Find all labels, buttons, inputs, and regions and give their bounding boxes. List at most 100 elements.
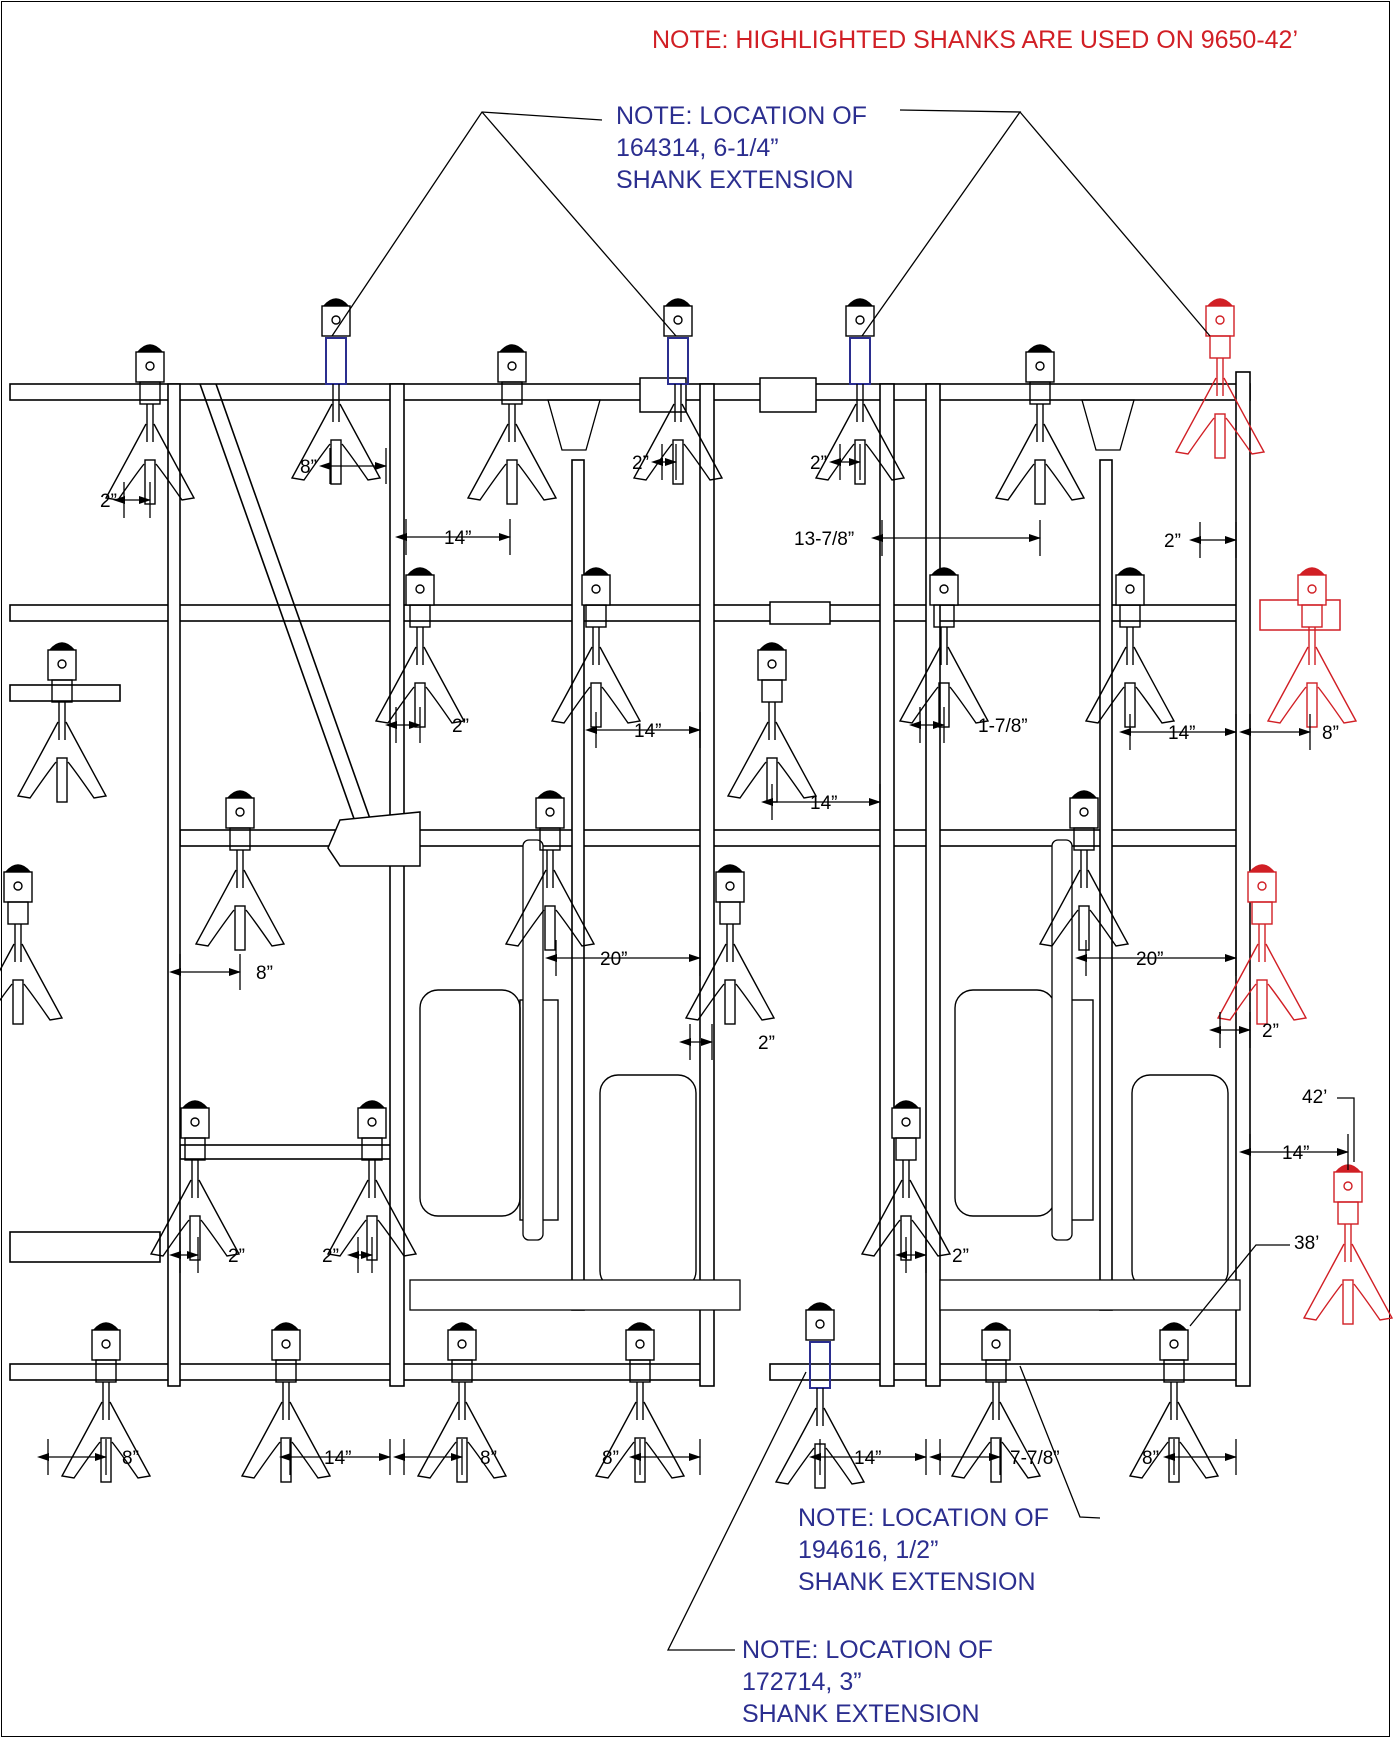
shank <box>860 1100 952 1261</box>
dimension-label: 8” <box>480 1448 497 1469</box>
note-line: 172714, 3” <box>742 1668 862 1696</box>
shank <box>149 1100 241 1261</box>
dimension-label: 2” <box>952 1246 969 1267</box>
frame-members <box>167 371 1251 1387</box>
note-172714-extension: NOTE: LOCATION OF 172714, 3” SHANK EXTEN… <box>742 1634 993 1730</box>
note-line: 194616, 1/2” <box>798 1536 939 1564</box>
dimension-label: 14” <box>324 1448 351 1469</box>
dimension-d23: 8” <box>37 1439 139 1475</box>
dimension-label: 7-7/8” <box>1010 1448 1060 1469</box>
shank <box>240 1322 332 1483</box>
dimension-label: 2” <box>322 1246 339 1267</box>
dimension-d22: 2” <box>895 1237 969 1273</box>
dimension-label: 8” <box>1142 1448 1159 1469</box>
dimension-label: 14” <box>1168 723 1195 744</box>
dimension-d2: 2” <box>100 482 151 518</box>
highlighted-shank <box>1174 298 1266 459</box>
dimension-d7: 2” <box>1164 522 1237 558</box>
note-194616-extension: NOTE: LOCATION OF 194616, 1/2” SHANK EXT… <box>798 1502 1049 1598</box>
note-line: 164314, 6-1/4” <box>616 134 779 162</box>
dimension-label: 2” <box>100 491 117 512</box>
dimension-d1: 8” <box>300 448 387 484</box>
shank <box>898 567 990 728</box>
dimension-d17: 2” <box>679 1024 775 1060</box>
highlighted-shank <box>1266 567 1358 728</box>
dimension-d8: 2” <box>385 707 469 743</box>
dimension-d12: 8” <box>1239 714 1339 750</box>
shank <box>994 344 1086 505</box>
dimension-label: 8” <box>256 963 273 984</box>
dimension-d21: 2” <box>322 1237 373 1273</box>
note-line: NOTE: LOCATION OF <box>798 1504 1049 1532</box>
dimension-d15: 20” <box>545 940 701 976</box>
dimension-label: 14” <box>810 793 837 814</box>
label-42-foot: 42’ <box>1302 1087 1328 1108</box>
hinge-bracket <box>327 377 1341 867</box>
dimension-lines: 8” 2” 14” 2” 2” 13-7/8” 2” 2” 14” 1-7/8” 14” 8” 14” 8… <box>37 444 1349 1475</box>
dimension-d4: 2” <box>632 444 677 480</box>
dimension-label: 2” <box>228 1246 245 1267</box>
dimension-label: 14” <box>444 528 471 549</box>
shank <box>1038 790 1130 951</box>
dimension-label: 8” <box>602 1448 619 1469</box>
dimension-label: 14” <box>854 1448 881 1469</box>
dimension-d5: 2” <box>810 444 861 480</box>
dimension-label: 8” <box>300 457 317 478</box>
note-line: NOTE: LOCATION OF <box>616 102 867 130</box>
shank <box>684 864 776 1025</box>
dimension-d6: 13-7/8” <box>794 520 1041 556</box>
note-164314-extension: NOTE: LOCATION OF 164314, 6-1/4” SHANK E… <box>616 100 867 196</box>
shank <box>594 1322 686 1483</box>
depth-cylinders <box>409 839 1241 1311</box>
dimension-label: 2” <box>758 1033 775 1054</box>
shank <box>60 1322 152 1483</box>
dimension-label: 8” <box>1322 723 1339 744</box>
dimension-d3: 14” <box>395 519 511 555</box>
dimension-label: 8” <box>122 1448 139 1469</box>
dimension-label: 2” <box>632 453 649 474</box>
dimension-d27: 14” <box>809 1439 927 1475</box>
shank <box>194 790 286 951</box>
highlighted-shank <box>1302 1164 1393 1325</box>
dimension-label: 14” <box>634 721 661 742</box>
shank <box>374 567 466 728</box>
note-line: SHANK EXTENSION <box>798 1568 1036 1596</box>
shank <box>466 344 558 505</box>
dimension-d28: 7-7/8” <box>929 1439 1060 1475</box>
dimension-d20: 2” <box>169 1237 245 1273</box>
note-line: NOTE: LOCATION OF <box>742 1636 993 1664</box>
dimension-d29: 8” <box>1142 1439 1237 1475</box>
shank <box>16 642 108 803</box>
shank <box>1128 1322 1220 1483</box>
shank <box>1084 567 1176 728</box>
shank <box>326 1100 418 1261</box>
leader-lines <box>331 109 1355 1651</box>
dimension-d16: 20” <box>1075 940 1237 976</box>
shank <box>0 864 64 1025</box>
note-line: SHANK EXTENSION <box>616 166 854 194</box>
dimension-d10: 1-7/8” <box>909 707 1028 743</box>
highlighted-shank <box>1216 864 1308 1025</box>
dimension-label: 2” <box>810 453 827 474</box>
hoppers <box>547 399 1135 451</box>
dimension-label: 1-7/8” <box>978 716 1028 737</box>
note-highlighted-shanks: NOTE: HIGHLIGHTED SHANKS ARE USED ON 965… <box>652 26 1299 54</box>
dimension-d19: 14” <box>1239 1134 1349 1170</box>
dimension-label: 20” <box>600 949 627 970</box>
shank <box>774 1302 866 1489</box>
dimension-label: 2” <box>1262 1021 1279 1042</box>
dimension-label: 14” <box>1282 1143 1309 1164</box>
dimension-label: 13-7/8” <box>794 529 854 550</box>
shank <box>504 790 596 951</box>
dimension-label: 2” <box>1164 531 1181 552</box>
dimension-d11: 14” <box>1119 714 1237 750</box>
dimension-label: 2” <box>452 716 469 737</box>
label-38-foot: 38’ <box>1294 1233 1320 1254</box>
shank <box>550 567 642 728</box>
shank <box>416 1322 508 1483</box>
dimension-d9: 14” <box>585 712 701 748</box>
dimension-d24: 14” <box>279 1439 391 1475</box>
dimension-label: 20” <box>1136 949 1163 970</box>
